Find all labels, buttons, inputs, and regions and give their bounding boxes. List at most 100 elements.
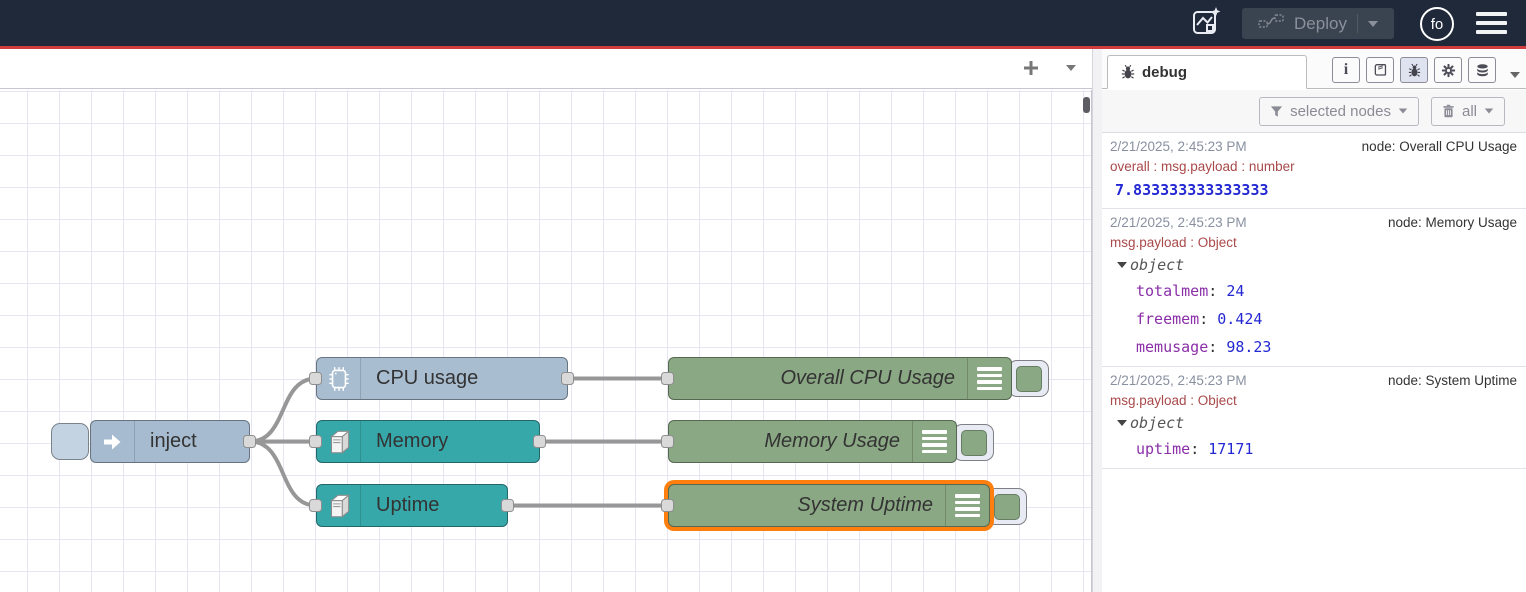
message-property: overall : msg.payload : number [1110, 159, 1295, 174]
ai-assistant-icon [1189, 4, 1223, 43]
tab-debug-label: debug [1142, 63, 1187, 81]
deploy-nodes-icon [1258, 12, 1284, 35]
caret-down-icon [1398, 108, 1408, 114]
object-field: uptime: 17171 [1136, 440, 1254, 458]
app-header: Deploy fo [0, 0, 1526, 46]
node-debug-system-uptime[interactable]: System Uptime [668, 484, 990, 527]
deploy-button[interactable]: Deploy [1242, 8, 1394, 39]
debug-message-list: 2/21/2025, 2:45:23 PM node: Overall CPU … [1102, 133, 1526, 592]
port-uptime-output[interactable] [501, 499, 514, 512]
bug-icon [1121, 64, 1135, 79]
sidebar-splitter[interactable] [1092, 49, 1102, 592]
node-debug-overall-cpu-usage[interactable]: Overall CPU Usage [668, 357, 1012, 400]
debug-lines-icon [945, 485, 989, 526]
server-icon [317, 421, 361, 462]
node-label: System Uptime [797, 494, 933, 516]
debug-filter-button[interactable]: selected nodes [1259, 96, 1419, 126]
inject-arrow-icon [91, 421, 135, 462]
debug-message[interactable]: 2/21/2025, 2:45:23 PM node: Overall CPU … [1102, 133, 1526, 209]
wire-layer [248, 376, 670, 508]
flow-list-button[interactable] [1058, 55, 1084, 81]
port-sysuptime-input[interactable] [661, 499, 674, 512]
add-flow-button[interactable] [1018, 55, 1044, 81]
user-avatar[interactable]: fo [1420, 7, 1454, 41]
debug-toggle-button[interactable] [953, 424, 994, 461]
debug-clear-label: all [1461, 102, 1477, 120]
canvas-vertical-scrollbar[interactable] [1083, 97, 1090, 113]
port-cpu-output[interactable] [561, 372, 574, 385]
message-node-name: node: System Uptime [1387, 373, 1517, 388]
flow-canvas[interactable]: inject CPU usage [0, 90, 1092, 592]
node-label: inject [150, 430, 197, 452]
debug-toggle-button[interactable] [986, 488, 1027, 525]
gear-icon [1441, 63, 1455, 77]
debug-lines-icon [912, 421, 956, 462]
node-cpu-usage[interactable]: CPU usage [316, 357, 568, 400]
port-memory-output[interactable] [533, 435, 546, 448]
debug-lines-icon [967, 358, 1011, 399]
object-expander[interactable]: object [1110, 411, 1517, 435]
node-uptime[interactable]: Uptime [316, 484, 508, 527]
deploy-caret-down-icon[interactable] [1367, 20, 1378, 27]
sidebar-tab-debug-button[interactable] [1400, 57, 1428, 83]
flow-tab-bar [0, 49, 1092, 89]
message-value: 7.833333333333333 [1115, 181, 1269, 199]
wire-inject-to-cpu[interactable] [248, 376, 318, 444]
message-property: msg.payload : Object [1110, 393, 1237, 408]
object-field: totalmem: 24 [1136, 282, 1245, 300]
ai-assistant-button[interactable] [1188, 6, 1224, 40]
filter-funnel-icon [1271, 105, 1283, 117]
avatar-initials: fo [1430, 15, 1444, 33]
node-label: Uptime [376, 494, 440, 516]
debug-sidebar: debug i [1102, 49, 1526, 592]
port-memory-input[interactable] [309, 435, 322, 448]
port-overall-input[interactable] [661, 372, 674, 385]
node-label: Memory [376, 430, 449, 452]
database-icon [1476, 63, 1488, 76]
port-uptime-input[interactable] [309, 499, 322, 512]
debug-message[interactable]: 2/21/2025, 2:45:23 PM node: Memory Usage… [1102, 209, 1526, 367]
message-timestamp: 2/21/2025, 2:45:23 PM [1110, 215, 1247, 230]
node-inject[interactable]: inject [90, 420, 250, 463]
deploy-split-divider [1356, 14, 1358, 33]
debug-toolbar: selected nodes all [1102, 90, 1526, 133]
workspace: inject CPU usage [0, 49, 1092, 592]
deploy-label: Deploy [1294, 13, 1347, 33]
inject-trigger-button[interactable] [51, 423, 89, 460]
tab-debug[interactable]: debug [1107, 55, 1307, 89]
node-debug-memory-usage[interactable]: Memory Usage [668, 420, 957, 463]
caret-down-icon [1510, 72, 1520, 78]
message-timestamp: 2/21/2025, 2:45:23 PM [1110, 139, 1247, 154]
port-cpu-input[interactable] [309, 372, 322, 385]
caret-down-icon [1066, 65, 1076, 71]
wire-inject-to-uptime[interactable] [248, 439, 318, 508]
object-label: object [1130, 256, 1185, 274]
node-memory[interactable]: Memory [316, 420, 540, 463]
debug-message[interactable]: 2/21/2025, 2:45:23 PM node: System Uptim… [1102, 367, 1526, 469]
message-property: msg.payload : Object [1110, 235, 1237, 250]
sidebar-tab-info-button[interactable]: i [1332, 57, 1360, 83]
info-icon: i [1343, 61, 1349, 78]
sidebar-tab-context-button[interactable] [1468, 57, 1496, 83]
object-field: memusage: 98.23 [1136, 338, 1272, 356]
object-field: freemem: 0.424 [1136, 310, 1263, 328]
sidebar-tab-config-button[interactable] [1434, 57, 1462, 83]
debug-toggle-button[interactable] [1008, 360, 1049, 397]
main-menu-button[interactable] [1474, 12, 1508, 34]
sidebar-tab-bar: debug i [1102, 49, 1526, 89]
debug-clear-button[interactable]: all [1430, 96, 1505, 126]
caret-down-icon [1117, 420, 1127, 426]
message-timestamp: 2/21/2025, 2:45:23 PM [1110, 373, 1247, 388]
sidebar-tab-list-button[interactable] [1510, 65, 1520, 83]
caret-down-icon [1484, 108, 1494, 114]
sidebar-tab-help-button[interactable] [1366, 57, 1394, 83]
port-inject-output[interactable] [243, 435, 256, 448]
caret-down-icon [1117, 262, 1127, 268]
hamburger-menu-icon [1475, 12, 1507, 16]
trash-icon [1443, 104, 1454, 118]
port-memusage-input[interactable] [661, 435, 674, 448]
book-icon [1374, 63, 1386, 76]
message-node-name: node: Memory Usage [1387, 215, 1517, 230]
node-label: CPU usage [376, 367, 479, 389]
object-expander[interactable]: object [1110, 253, 1517, 277]
